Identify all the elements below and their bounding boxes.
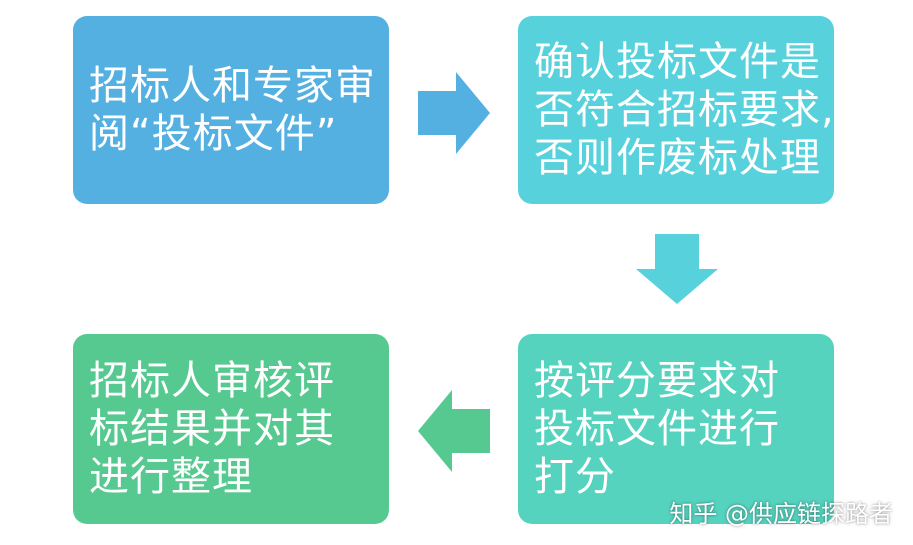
step-4-line-1: 招标人审核评 [89, 358, 335, 404]
watermark: 知乎 @供应链探路者 [669, 500, 893, 528]
step-4-line-2: 标结果并对其 [89, 406, 335, 452]
step-2-line-3: 否则作废标处理 [534, 135, 821, 181]
step-1-line-1: 招标人和专家审 [89, 63, 376, 109]
step-2-line-2: 否符合招标要求, [534, 87, 835, 133]
step-4-box: 招标人审核评 标结果并对其 进行整理 [73, 334, 389, 524]
step-3-line-3: 打分 [534, 454, 616, 500]
step-2-line-1: 确认投标文件是 [534, 39, 821, 85]
step-3-line-2: 投标文件进行 [534, 406, 780, 452]
step-4-line-3: 进行整理 [89, 454, 253, 500]
arrow-right-icon [418, 72, 490, 154]
step-1-box: 招标人和专家审 阅“投标文件” [73, 16, 389, 204]
step-1-line-2: 阅“投标文件” [89, 111, 338, 157]
arrow-down-icon [636, 234, 718, 304]
step-2-box: 确认投标文件是 否符合招标要求, 否则作废标处理 [518, 16, 834, 204]
step-3-box: 按评分要求对 投标文件进行 打分 [518, 334, 834, 524]
arrow-left-icon [418, 390, 490, 472]
step-3-line-1: 按评分要求对 [534, 358, 780, 404]
